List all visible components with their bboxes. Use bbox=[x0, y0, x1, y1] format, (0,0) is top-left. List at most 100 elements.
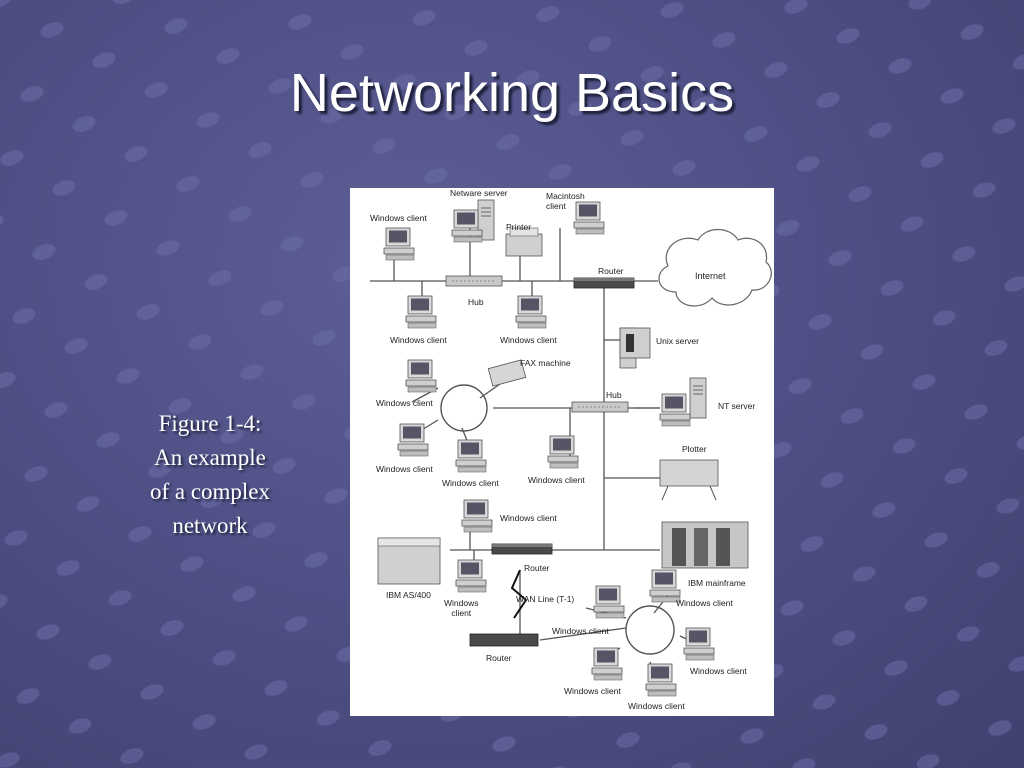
background-dot bbox=[568, 100, 592, 116]
background-dot bbox=[0, 150, 24, 166]
background-dot bbox=[992, 118, 1016, 134]
caption-line-2: An example bbox=[154, 445, 266, 470]
background-dot bbox=[744, 126, 768, 142]
background-dot bbox=[192, 714, 216, 730]
background-dot bbox=[160, 620, 184, 636]
background-dot bbox=[880, 280, 904, 296]
network-diagram bbox=[370, 199, 772, 697]
background-dot bbox=[972, 182, 996, 198]
background-dot bbox=[0, 372, 16, 388]
label-router-top: Router bbox=[598, 266, 624, 276]
background-dot bbox=[52, 180, 76, 196]
background-dot bbox=[268, 78, 292, 94]
background-dot bbox=[548, 164, 572, 180]
background-dot bbox=[144, 82, 168, 98]
background-dot bbox=[220, 428, 244, 444]
label-ibm-as400: IBM AS/400 bbox=[386, 590, 431, 600]
label-ibm-mainframe: IBM mainframe bbox=[688, 578, 746, 588]
background-dot bbox=[244, 744, 268, 760]
background-dot bbox=[216, 48, 240, 64]
background-dot bbox=[72, 116, 96, 132]
background-dot bbox=[988, 720, 1012, 736]
background-dot bbox=[280, 236, 304, 252]
background-dot bbox=[340, 44, 364, 60]
background-dot bbox=[1016, 434, 1024, 450]
background-dot bbox=[800, 536, 824, 552]
background-dot bbox=[864, 724, 888, 740]
background-dot bbox=[740, 728, 764, 744]
background-dot bbox=[884, 660, 908, 676]
background-dot bbox=[116, 368, 140, 384]
background-dot bbox=[324, 488, 348, 504]
background-dot bbox=[156, 240, 180, 256]
background-dot bbox=[892, 438, 916, 454]
background-dot bbox=[1004, 276, 1024, 292]
background-dot bbox=[168, 398, 192, 414]
background-dot bbox=[36, 624, 60, 640]
background-dot bbox=[208, 270, 232, 286]
background-dot bbox=[304, 552, 328, 568]
background-dot bbox=[984, 340, 1008, 356]
background-dot bbox=[820, 472, 844, 488]
background-dot bbox=[940, 88, 964, 104]
background-dot bbox=[808, 314, 832, 330]
label-macintosh-client: Macintosh client bbox=[546, 191, 585, 211]
background-dot bbox=[904, 596, 928, 612]
label-windows-client-ring2: Windows client bbox=[376, 464, 433, 474]
background-dot bbox=[464, 40, 488, 56]
background-dot bbox=[284, 616, 308, 632]
background-dot bbox=[248, 142, 272, 158]
label-windows-client-as400: Windows client bbox=[444, 598, 479, 618]
background-dot bbox=[264, 680, 288, 696]
background-dot bbox=[796, 156, 820, 172]
background-dot bbox=[944, 468, 968, 484]
background-dot bbox=[828, 250, 852, 266]
background-dot bbox=[976, 562, 1000, 578]
background-dot bbox=[4, 530, 28, 546]
background-dot bbox=[952, 246, 976, 262]
background-dot bbox=[272, 458, 296, 474]
background-dot bbox=[852, 566, 876, 582]
background-dot bbox=[140, 684, 164, 700]
label-windows-client-r3: Windows client bbox=[690, 666, 747, 676]
background-dot bbox=[68, 718, 92, 734]
background-dot bbox=[516, 70, 540, 86]
background-dot bbox=[660, 2, 684, 18]
label-windows-client-r2: Windows client bbox=[552, 626, 609, 636]
background-dot bbox=[40, 22, 64, 38]
caption-line-1: Figure 1-4: bbox=[158, 411, 262, 436]
background-dot bbox=[320, 108, 344, 124]
background-dot bbox=[640, 66, 664, 82]
background-dot bbox=[16, 688, 40, 704]
background-dot bbox=[260, 300, 284, 316]
label-fax-machine: FAX machine bbox=[520, 358, 571, 368]
label-windows-client-r5: Windows client bbox=[628, 701, 685, 711]
caption-line-3: of a complex bbox=[149, 479, 271, 504]
background-dot bbox=[588, 36, 612, 52]
caption-line-4: network bbox=[172, 513, 248, 538]
background-dot bbox=[0, 594, 8, 610]
background-dot bbox=[936, 690, 960, 706]
background-dot bbox=[32, 244, 56, 260]
background-dot bbox=[240, 364, 264, 380]
background-dot bbox=[288, 14, 312, 30]
label-router-mid: Router bbox=[524, 563, 550, 573]
background-dot bbox=[234, 0, 261, 3]
background-dot bbox=[668, 762, 692, 768]
background-dot bbox=[44, 402, 68, 418]
background-dot bbox=[812, 694, 836, 710]
background-dot bbox=[764, 62, 788, 78]
background-dot bbox=[76, 496, 100, 512]
background-dot bbox=[536, 6, 560, 22]
background-dot bbox=[780, 600, 804, 616]
background-dot bbox=[768, 442, 792, 458]
label-windows-client-top: Windows client bbox=[370, 213, 427, 223]
slide-title: Networking Basics bbox=[289, 63, 735, 123]
background-dot bbox=[200, 492, 224, 508]
background-dot bbox=[0, 214, 4, 230]
background-dot bbox=[496, 134, 520, 150]
background-dot bbox=[840, 408, 864, 424]
background-dot bbox=[996, 498, 1020, 514]
background-dot bbox=[860, 344, 884, 360]
label-windows-client-3: Windows client bbox=[500, 335, 557, 345]
